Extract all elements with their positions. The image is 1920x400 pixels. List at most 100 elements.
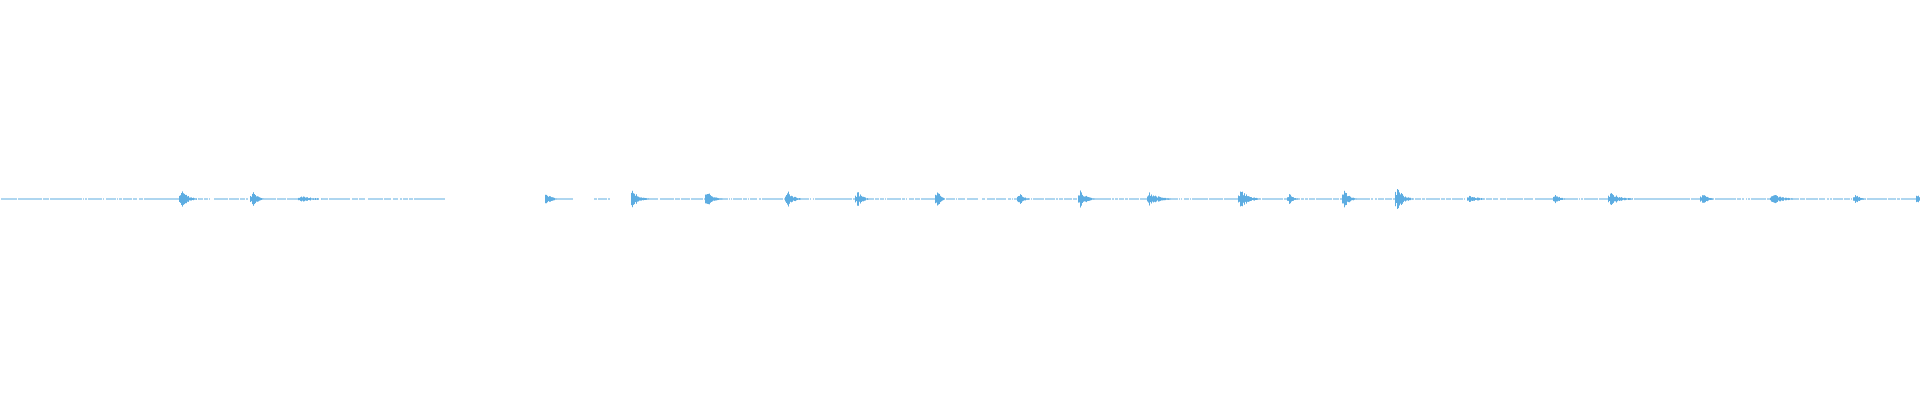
waveform-sample bbox=[1419, 198, 1420, 200]
waveform-sample bbox=[1604, 198, 1605, 200]
waveform-sample bbox=[371, 198, 372, 200]
waveform-sample bbox=[952, 198, 953, 200]
waveform-sample bbox=[1244, 193, 1245, 205]
waveform-sample bbox=[297, 198, 298, 200]
waveform-sample bbox=[898, 198, 899, 200]
waveform-sample bbox=[349, 198, 350, 200]
waveform-sample bbox=[108, 198, 109, 200]
waveform-sample bbox=[923, 198, 924, 200]
waveform-sample bbox=[1039, 198, 1040, 200]
waveform-sample bbox=[1398, 189, 1399, 209]
waveform-sample bbox=[1793, 198, 1794, 200]
waveform-sample bbox=[778, 198, 779, 200]
waveform-sample bbox=[572, 198, 573, 200]
waveform-sample bbox=[844, 198, 845, 200]
waveform-sample bbox=[562, 198, 563, 200]
waveform-sample bbox=[424, 198, 425, 200]
waveform-sample bbox=[1017, 196, 1018, 202]
waveform-sample bbox=[192, 198, 193, 200]
waveform-sample bbox=[928, 198, 929, 200]
waveform-sample bbox=[1911, 198, 1912, 200]
waveform-sample bbox=[1507, 198, 1508, 200]
waveform-sample bbox=[306, 197, 307, 201]
waveform-sample bbox=[846, 198, 847, 200]
waveform-sample bbox=[721, 198, 722, 200]
waveform-sample bbox=[1368, 198, 1369, 200]
waveform-sample bbox=[1093, 198, 1094, 200]
waveform-sample bbox=[1293, 197, 1294, 201]
waveform-sample bbox=[1612, 194, 1613, 204]
waveform-sample bbox=[1661, 198, 1662, 200]
waveform-sample bbox=[1278, 198, 1279, 200]
waveform-sample bbox=[7, 198, 8, 200]
waveform-sample bbox=[1217, 198, 1218, 200]
waveform-sample bbox=[1778, 197, 1779, 201]
waveform-sample bbox=[921, 198, 922, 200]
waveform-sample bbox=[1365, 198, 1366, 200]
waveform-sample bbox=[831, 198, 832, 200]
waveform-sample bbox=[994, 198, 995, 200]
waveform-sample bbox=[1702, 195, 1703, 203]
waveform-sample bbox=[1524, 198, 1525, 200]
waveform-sample bbox=[1635, 198, 1636, 200]
waveform-sample bbox=[546, 194, 547, 204]
waveform-sample bbox=[679, 198, 680, 200]
waveform-sample bbox=[1636, 198, 1637, 200]
waveform-sample bbox=[1120, 198, 1121, 200]
waveform-sample bbox=[1554, 196, 1555, 202]
waveform-sample bbox=[1247, 196, 1248, 202]
waveform-sample bbox=[1235, 198, 1236, 200]
waveform-sample bbox=[1010, 198, 1011, 200]
waveform-sample bbox=[235, 198, 236, 200]
waveform-sample bbox=[1456, 198, 1457, 200]
waveform-sample bbox=[996, 198, 997, 200]
waveform-sample bbox=[1880, 198, 1881, 200]
waveform-sample bbox=[1676, 198, 1677, 200]
waveform-sample bbox=[251, 196, 252, 202]
waveform-sample bbox=[1363, 198, 1364, 200]
waveform-sample bbox=[1416, 198, 1417, 200]
waveform-sample bbox=[220, 198, 221, 200]
waveform-sample bbox=[1476, 198, 1477, 200]
waveform-sample bbox=[178, 198, 179, 200]
waveform-sample bbox=[660, 198, 661, 200]
waveform-sample bbox=[1703, 195, 1704, 203]
waveform-sample bbox=[222, 198, 223, 200]
waveform-sample bbox=[1351, 197, 1352, 201]
waveform-sample bbox=[791, 195, 792, 203]
waveform-sample bbox=[423, 198, 424, 200]
waveform-sample bbox=[295, 198, 296, 200]
waveform-sample bbox=[1119, 198, 1120, 200]
waveform-sample bbox=[1046, 198, 1047, 200]
waveform-sample bbox=[133, 198, 134, 200]
waveform-sample bbox=[1591, 198, 1592, 200]
waveform-sample bbox=[237, 198, 238, 200]
waveform-sample bbox=[1279, 198, 1280, 200]
waveform-sample bbox=[851, 198, 852, 200]
waveform-sample bbox=[1299, 198, 1300, 200]
waveform-sample bbox=[1547, 198, 1548, 200]
waveform-sample bbox=[229, 198, 230, 200]
waveform-sample bbox=[1378, 198, 1379, 200]
waveform-sample bbox=[1138, 198, 1139, 200]
waveform-sample bbox=[225, 198, 226, 200]
waveform-sample bbox=[1091, 197, 1092, 201]
waveform-sample bbox=[841, 198, 842, 200]
waveform-sample bbox=[43, 198, 44, 200]
waveform-sample bbox=[83, 198, 84, 200]
waveform-sample bbox=[282, 198, 283, 200]
waveform-sample bbox=[828, 198, 829, 200]
waveform-sample bbox=[1306, 198, 1307, 200]
waveform-sample bbox=[379, 198, 380, 200]
waveform-sample bbox=[1671, 198, 1672, 200]
waveform-sample bbox=[790, 196, 791, 202]
waveform-sample bbox=[155, 198, 156, 200]
waveform-sample bbox=[88, 198, 89, 200]
waveform-sample bbox=[364, 198, 365, 200]
waveform-sample bbox=[360, 198, 361, 200]
waveform-sample bbox=[774, 198, 775, 200]
waveform-sample bbox=[1780, 196, 1781, 202]
waveform-sample bbox=[1758, 198, 1759, 200]
waveform-sample bbox=[45, 198, 46, 200]
